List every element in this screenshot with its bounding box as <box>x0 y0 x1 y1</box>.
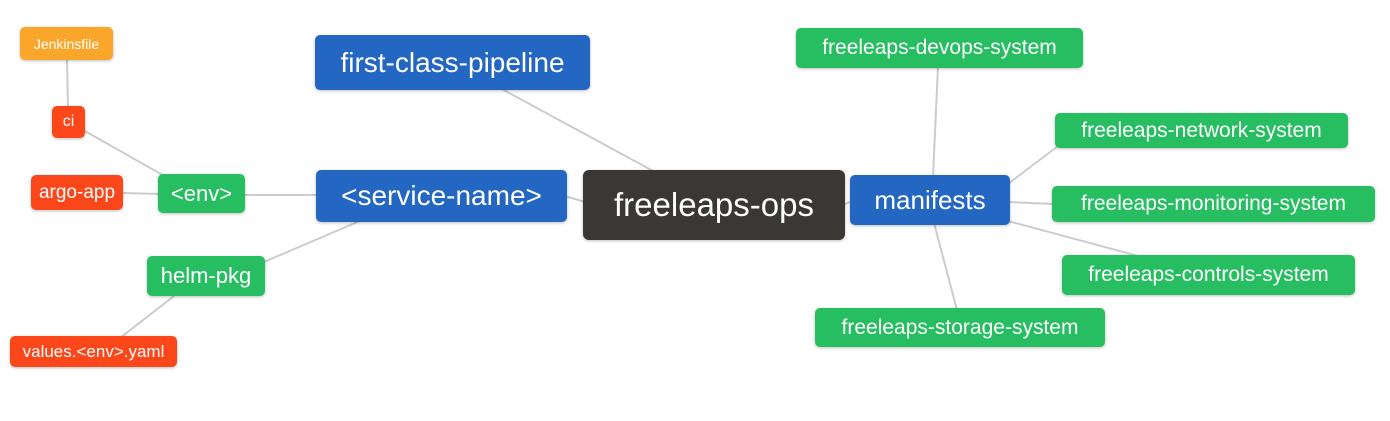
edge-pipeline-freeleaps-ops <box>499 87 656 173</box>
node-helm-pkg[interactable]: helm-pkg <box>147 256 265 296</box>
edge-manifests-controls <box>1007 220 1143 258</box>
edge-manifests-storage <box>933 222 958 311</box>
node-env[interactable]: <env> <box>158 174 245 213</box>
node-controls-system[interactable]: freeleaps-controls-system <box>1062 255 1355 295</box>
edge-helm-pkg-service-name <box>263 219 363 263</box>
node-values-env-yaml[interactable]: values.<env>.yaml <box>10 336 177 367</box>
node-first-class-pipeline[interactable]: first-class-pipeline <box>315 35 590 90</box>
node-jenkinsfile[interactable]: Jenkinsfile <box>20 27 113 60</box>
node-service-name[interactable]: <service-name> <box>316 170 567 222</box>
node-monitoring-system[interactable]: freeleaps-monitoring-system <box>1052 186 1375 222</box>
edge-argo-app-env <box>122 192 161 195</box>
edge-manifests-network <box>1007 145 1059 185</box>
edge-manifests-monitoring <box>1007 201 1055 205</box>
edge-ci-env <box>82 129 169 179</box>
node-argo-app[interactable]: argo-app <box>31 175 123 210</box>
node-freeleaps-ops-root[interactable]: freeleaps-ops <box>583 170 845 240</box>
node-devops-system[interactable]: freeleaps-devops-system <box>796 28 1083 68</box>
edge-service-freeleaps-ops <box>564 195 586 203</box>
node-manifests[interactable]: manifests <box>850 175 1010 225</box>
node-ci[interactable]: ci <box>52 106 85 138</box>
edge-manifests-devops <box>932 65 939 178</box>
edge-jenkinsfile-ci <box>66 59 69 109</box>
edge-values-helm-pkg <box>119 295 175 339</box>
node-storage-system[interactable]: freeleaps-storage-system <box>815 308 1105 347</box>
node-network-system[interactable]: freeleaps-network-system <box>1055 113 1348 148</box>
